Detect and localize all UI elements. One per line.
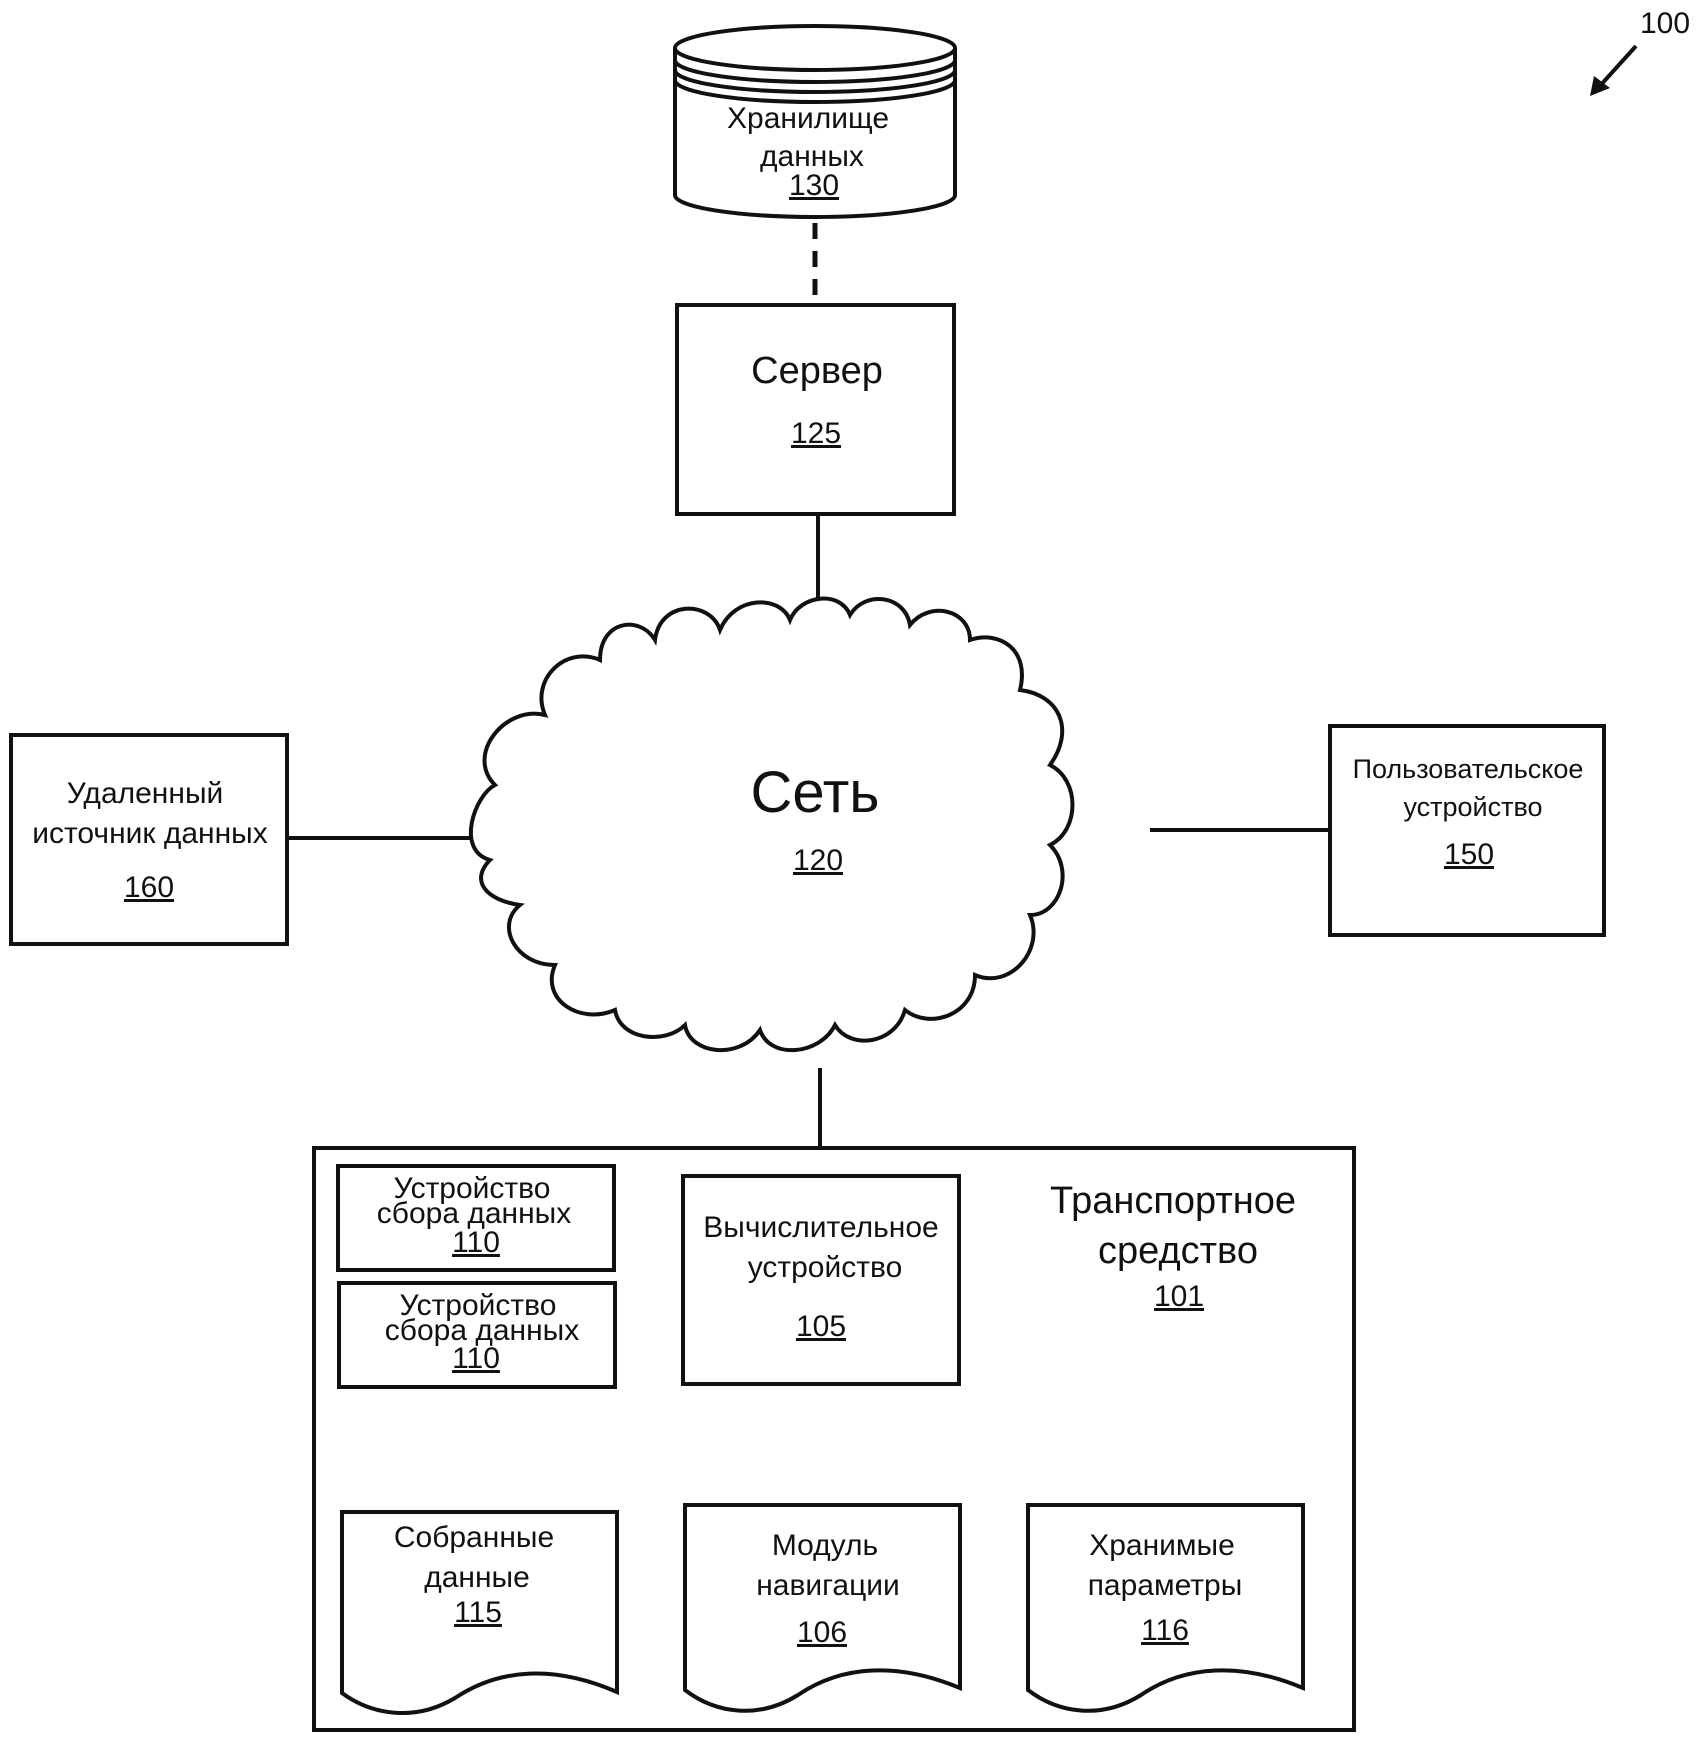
computing-device-number: 105: [796, 1310, 846, 1343]
collected-data-number: 115: [454, 1596, 502, 1629]
storage-cylinder-top: [675, 26, 955, 70]
user-device-label-2: устройство: [1403, 792, 1542, 822]
stored-parameters-number: 116: [1141, 1614, 1189, 1647]
computing-device-label-2: устройство: [748, 1251, 903, 1284]
network-label: Сеть: [751, 760, 880, 825]
collector-2-number: 110: [452, 1342, 500, 1375]
data-collector-node-1: Устройство сбора данных 110: [338, 1166, 614, 1270]
computing-device-node: Вычислительное устройство 105: [683, 1176, 959, 1384]
vehicle-label-1: Транспортное: [1050, 1180, 1296, 1222]
user-device-node: Пользовательское устройство 150: [1330, 726, 1604, 935]
figure-ref-number: 100: [1640, 7, 1690, 40]
data-storage-node: Хранилище данных 130: [675, 26, 955, 217]
remote-source-label-1: Удаленный: [67, 777, 224, 810]
network-node: Сеть 120: [471, 599, 1073, 1051]
server-box: [677, 305, 954, 514]
remote-source-label-2: источник данных: [32, 817, 268, 850]
server-node: Сервер 125: [677, 305, 954, 514]
network-number: 120: [793, 844, 843, 877]
collected-data-label-2: данные: [424, 1561, 530, 1594]
figure-ref-arrow-shaft: [1598, 46, 1636, 88]
stored-parameters-label-1: Хранимые: [1089, 1529, 1235, 1562]
vehicle-number: 101: [1154, 1280, 1204, 1313]
navigation-module-number: 106: [797, 1616, 847, 1649]
computing-device-label-1: Вычислительное: [703, 1211, 938, 1244]
remote-source-node: Удаленный источник данных 160: [11, 735, 287, 944]
vehicle-label-2: средство: [1098, 1230, 1258, 1272]
navigation-module-label-2: навигации: [756, 1569, 900, 1602]
storage-label-1: Хранилище: [727, 102, 889, 135]
stored-parameters-label-2: параметры: [1088, 1569, 1243, 1602]
user-device-number: 150: [1444, 838, 1494, 871]
server-number: 125: [791, 417, 841, 450]
figure-reference: 100: [1590, 7, 1690, 96]
collector-1-number: 110: [452, 1226, 500, 1259]
user-device-label-1: Пользовательское: [1353, 754, 1584, 784]
server-label: Сервер: [751, 350, 883, 392]
storage-number: 130: [789, 169, 839, 202]
navigation-module-label-1: Модуль: [772, 1529, 878, 1562]
collected-data-label-1: Собранные: [394, 1521, 554, 1554]
data-collector-node-2: Устройство сбора данных 110: [339, 1283, 615, 1387]
remote-source-number: 160: [124, 871, 174, 904]
